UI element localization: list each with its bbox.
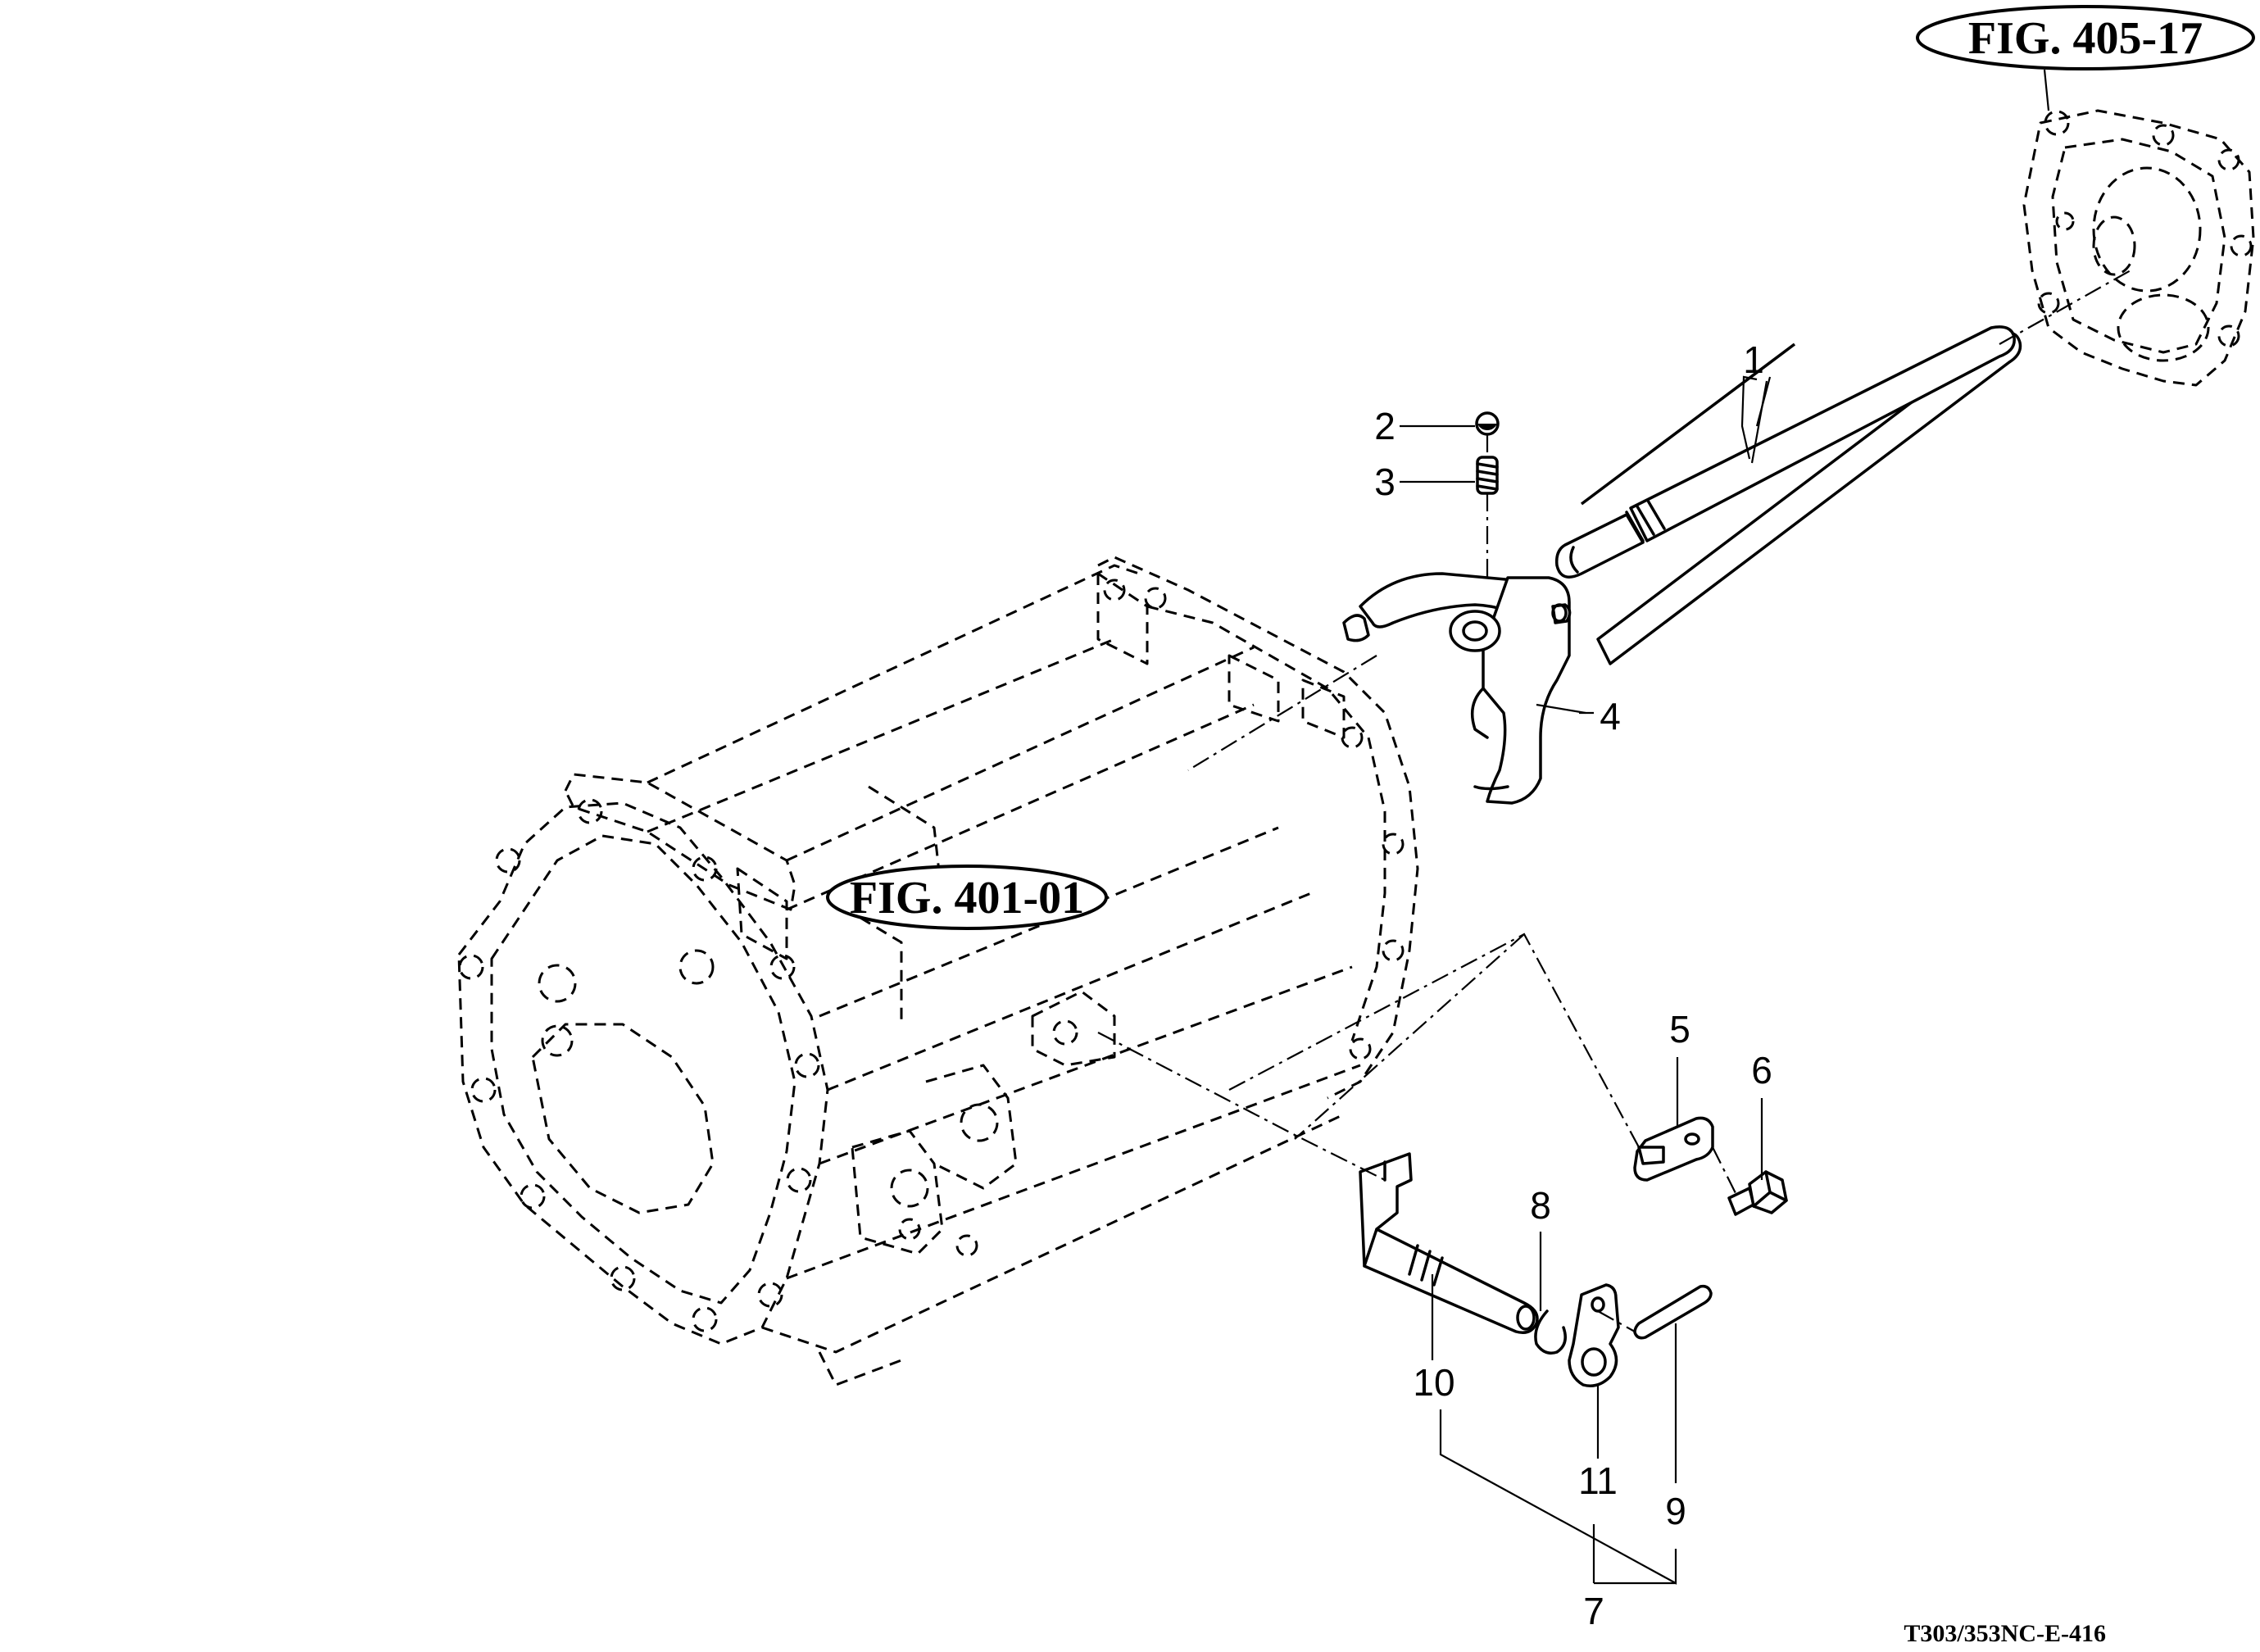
figure-ref-center[interactable]: FIG. 401-01 bbox=[826, 865, 1108, 930]
figure-ref-label: FIG. 401-01 bbox=[850, 873, 1084, 924]
callout-8: 8 bbox=[1530, 1184, 1551, 1227]
assembly-lines bbox=[1097, 270, 2131, 1332]
figure-ref-top-right[interactable]: FIG. 405-17 bbox=[1916, 5, 2255, 70]
shift-rod bbox=[1554, 325, 2022, 665]
detent-spring bbox=[1476, 456, 1499, 495]
callout-11: 11 bbox=[1578, 1459, 1618, 1502]
snap-ring bbox=[1534, 1309, 1567, 1355]
callout-7: 7 bbox=[1583, 1590, 1604, 1632]
callout-2: 2 bbox=[1374, 405, 1395, 447]
callout-9: 9 bbox=[1665, 1490, 1686, 1532]
lock-plate bbox=[1633, 1116, 1714, 1182]
callout-4: 4 bbox=[1600, 695, 1621, 738]
callout-5: 5 bbox=[1669, 1008, 1690, 1051]
transmission-housing bbox=[457, 556, 1419, 1386]
drawing-code: T303/353NC-E-416 bbox=[1904, 1620, 2106, 1647]
callout-3: 3 bbox=[1374, 461, 1395, 503]
callout-10: 10 bbox=[1413, 1361, 1454, 1404]
shift-arm bbox=[1568, 1283, 1620, 1387]
steel-ball bbox=[1475, 411, 1500, 436]
figure-ref-label: FIG. 405-17 bbox=[1968, 13, 2203, 64]
callout-numbers: 1 2 3 4 5 6 7 8 9 10 11 bbox=[1374, 338, 1772, 1632]
callout-6: 6 bbox=[1751, 1049, 1772, 1092]
flange-bolt bbox=[1727, 1170, 1788, 1216]
rear-cover-housing bbox=[2022, 109, 2255, 387]
leader-lines bbox=[1400, 69, 2050, 1585]
shift-fork bbox=[1342, 572, 1572, 805]
spring-pin bbox=[1633, 1284, 1713, 1340]
callout-1: 1 bbox=[1743, 338, 1764, 381]
shift-arm-shaft bbox=[1359, 1152, 1539, 1334]
